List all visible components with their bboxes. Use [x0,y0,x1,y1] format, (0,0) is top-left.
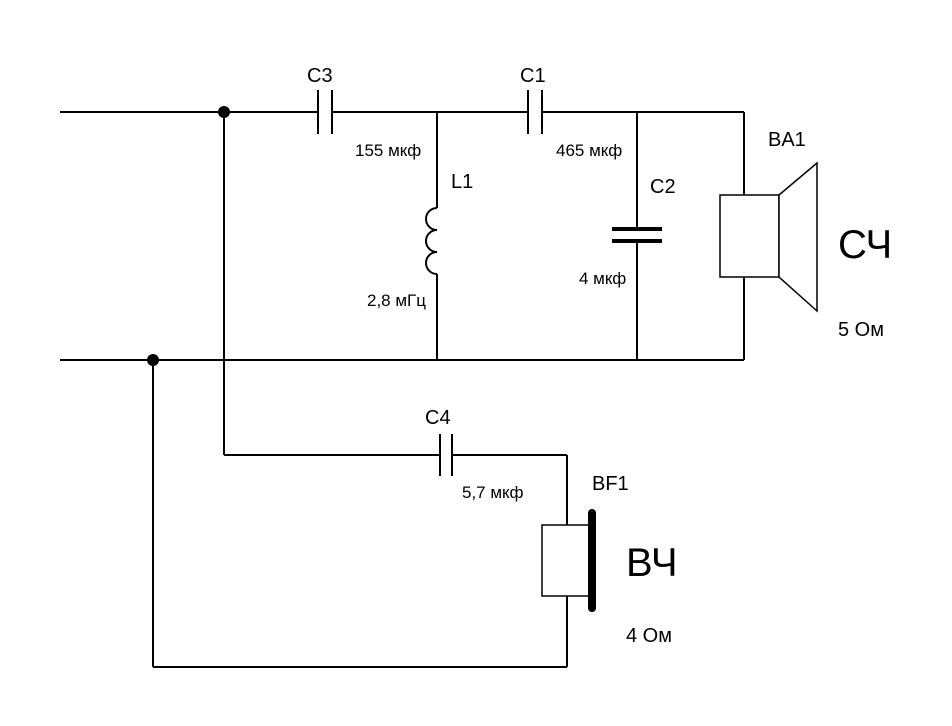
speaker-bf1: BF1 ВЧ 4 Ом [541,473,678,647]
c4-value-label: 5,7 мкф [462,483,523,502]
c3-value-label: 155 мкф [355,141,421,160]
c2-value-label: 4 мкф [579,269,626,288]
capacitor-c2: C2 4 мкф [579,112,676,360]
tweeter-branch [152,112,568,668]
ba1-ref-label: BA1 [768,129,806,151]
bf1-ref-label: BF1 [592,473,629,495]
capacitor-c3: C3 155 мкф [307,65,421,160]
c3-ref-label: C3 [307,65,333,87]
c2-ref-label: C2 [650,176,676,198]
capacitor-c1: C1 465 мкф [520,65,622,160]
ba1-impedance-label: 5 Ом [838,319,884,341]
c4-ref-label: C4 [425,407,451,429]
l1-ref-label: L1 [451,171,473,193]
bf1-impedance-label: 4 Ом [626,625,672,647]
ba1-band-label: СЧ [838,223,892,267]
speaker-bf1-body [541,524,592,597]
c1-ref-label: C1 [520,65,546,87]
speaker-ba1: BA1 СЧ 5 Ом [719,112,892,360]
inductor-l1: L1 2,8 мГц [367,112,473,360]
speaker-ba1-cone [778,161,818,313]
l1-value-label: 2,8 мГц [367,291,426,310]
c1-value-label: 465 мкф [556,141,622,160]
capacitor-c4: C4 5,7 мкф [425,407,523,502]
bf1-band-label: ВЧ [626,541,678,585]
speaker-ba1-body [719,194,780,278]
